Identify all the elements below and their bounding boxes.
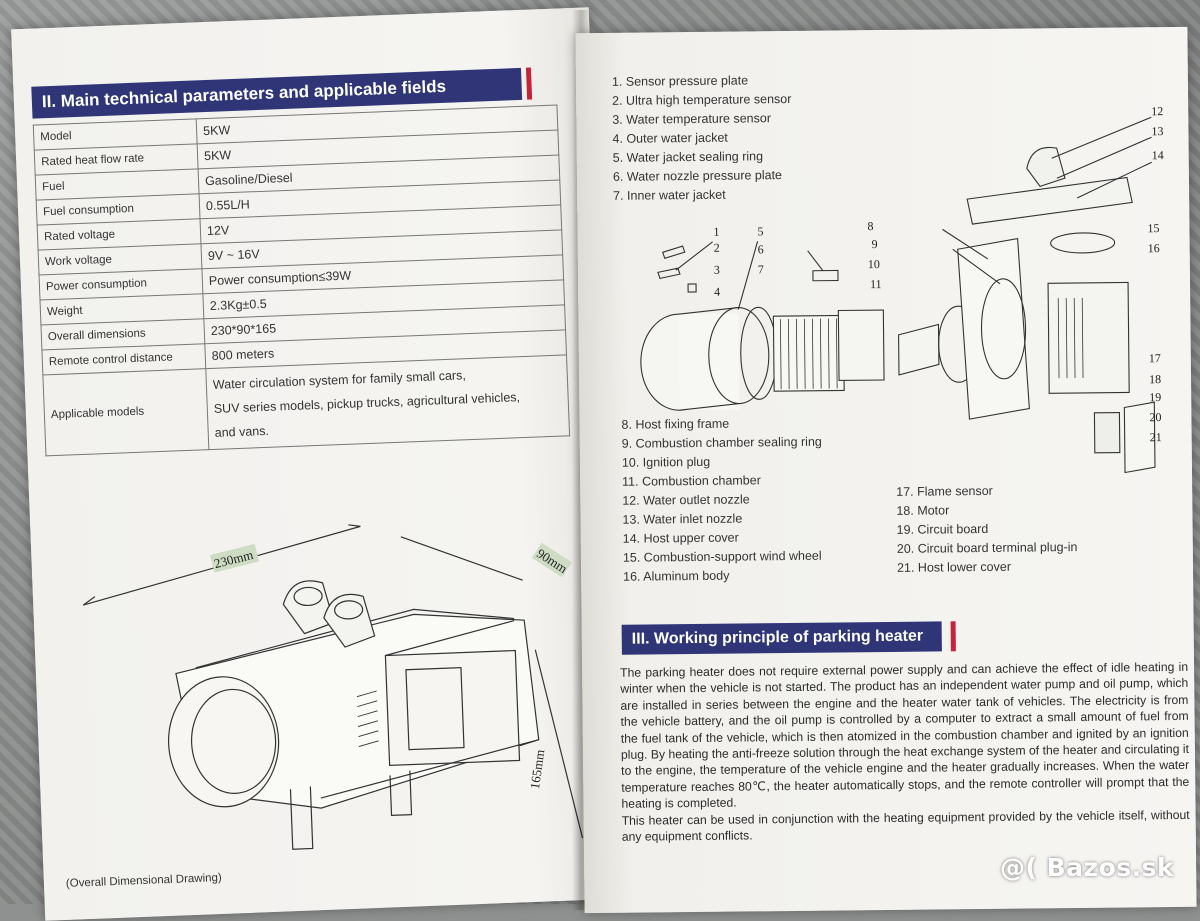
list-item: 9. Combustion chamber sealing ring xyxy=(621,434,822,451)
heading-accent-bar xyxy=(525,67,533,100)
callout-16: 16 xyxy=(1148,241,1160,255)
callout-5: 5 xyxy=(757,224,763,238)
callout-15: 15 xyxy=(1147,221,1159,235)
callout-9: 9 xyxy=(872,237,878,251)
right-page: 1. Sensor pressure plate 2. Ultra high t… xyxy=(575,26,1197,914)
bazos-watermark: @( Bazos.sk xyxy=(1000,853,1175,882)
parts-list-middle: 8. Host fixing frame 9. Combustion chamb… xyxy=(621,414,823,587)
list-item: 16. Aluminum body xyxy=(623,568,730,584)
overall-dimensional-drawing: 230mm 90mm 165mm xyxy=(82,524,584,850)
heading-accent-bar xyxy=(950,621,956,652)
exploded-view-drawing: 1 2 3 4 5 6 7 8 9 10 11 12 13 14 15 16 1… xyxy=(640,104,1164,474)
list-item: 15. Combustion-support wind wheel xyxy=(622,548,822,565)
param-key: Applicable models xyxy=(42,368,209,456)
callout-11: 11 xyxy=(870,277,882,291)
callout-12: 12 xyxy=(1151,104,1163,118)
callout-3: 3 xyxy=(714,263,720,277)
list-item: 12. Water outlet nozzle xyxy=(622,492,750,508)
callout-4: 4 xyxy=(714,285,720,299)
callout-10: 10 xyxy=(868,257,880,271)
left-page: II. Main technical parameters and applic… xyxy=(11,7,623,921)
list-item: 1. Sensor pressure plate xyxy=(611,73,749,89)
list-item: 21. Host lower cover xyxy=(896,559,1012,575)
list-item: 8. Host fixing frame xyxy=(621,416,730,432)
callout-7: 7 xyxy=(758,262,764,276)
working-principle-heading: III. Working principle of parking heater xyxy=(621,621,956,655)
list-item: 10. Ignition plug xyxy=(621,454,711,470)
param-value-multiline: Water circulation system for family smal… xyxy=(205,354,570,450)
callout-2: 2 xyxy=(714,241,720,255)
dimension-height: 165mm xyxy=(527,749,547,790)
parts-list-right: 17. Flame sensor 18. Motor 19. Circuit b… xyxy=(896,481,1078,578)
list-item: 14. Host upper cover xyxy=(622,530,739,546)
callout-8: 8 xyxy=(867,219,873,233)
list-item: 13. Water inlet nozzle xyxy=(622,511,743,527)
callout-19: 19 xyxy=(1149,390,1161,404)
callout-17: 17 xyxy=(1149,351,1161,365)
principle-paragraph: The parking heater does not require exte… xyxy=(620,659,1190,812)
callout-21: 21 xyxy=(1150,430,1162,444)
callout-13: 13 xyxy=(1151,124,1163,138)
principle-paragraph: This heater can be used in conjunction w… xyxy=(621,807,1190,844)
callout-6: 6 xyxy=(758,242,764,256)
callout-18: 18 xyxy=(1149,372,1161,386)
list-item: 17. Flame sensor xyxy=(896,483,993,499)
callout-1: 1 xyxy=(713,225,719,239)
working-principle-heading-text: III. Working principle of parking heater xyxy=(631,627,924,648)
list-item: 19. Circuit board xyxy=(896,521,989,537)
list-item: 11. Combustion chamber xyxy=(622,473,761,489)
parameters-heading-text: II. Main technical parameters and applic… xyxy=(41,76,447,112)
list-item: 18. Motor xyxy=(896,503,950,518)
working-principle-text: The parking heater does not require exte… xyxy=(620,659,1190,845)
callout-14: 14 xyxy=(1152,148,1164,162)
list-item: 20. Circuit board terminal plug-in xyxy=(896,539,1078,556)
callout-20: 20 xyxy=(1149,410,1161,424)
